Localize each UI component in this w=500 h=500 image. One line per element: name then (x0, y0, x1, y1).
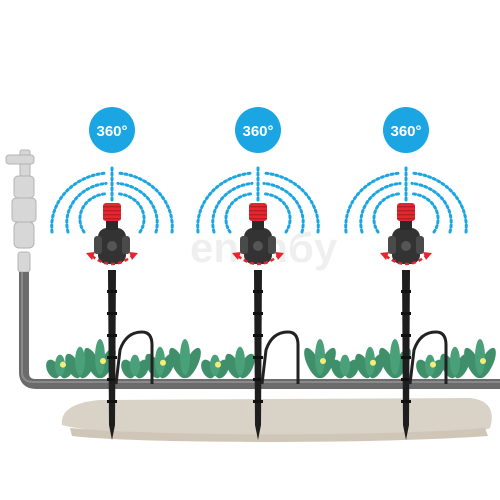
plant (121, 354, 149, 379)
sprinkler-head-icon (388, 203, 424, 264)
plant (464, 339, 496, 379)
plant (225, 346, 255, 379)
feed-tube (408, 330, 448, 385)
rotation-label: 360° (96, 123, 127, 140)
rotation-arrow-icon (380, 252, 432, 266)
sprinkler-unit: 360° (196, 107, 320, 440)
soil-shadow (70, 428, 488, 442)
rotation-arrow-icon (232, 252, 284, 266)
sprinkler-unit: 360° (50, 107, 174, 440)
sprinkler-head-icon (240, 203, 276, 264)
water-spray (50, 166, 174, 234)
sprinkler-group: 360° 360° 360° (50, 107, 468, 440)
rotation-badge: 360° (383, 107, 429, 153)
rotation-badge: 360° (235, 107, 281, 153)
plant (304, 339, 336, 379)
water-spray (344, 166, 468, 234)
rotation-label: 360° (390, 123, 421, 140)
supply-pipe-highlight (21, 272, 500, 383)
ground-stake (402, 270, 410, 440)
garden-faucet-icon (5, 149, 37, 273)
ground-stake (108, 270, 116, 440)
plant (355, 346, 385, 379)
plant (46, 354, 74, 379)
sprinkler-head-icon (94, 203, 130, 264)
feed-tube (260, 330, 300, 385)
sprinkler-unit: 360° (344, 107, 468, 440)
rotation-badge: 360° (89, 107, 135, 153)
plant (169, 339, 201, 379)
plant (201, 354, 229, 379)
water-spray (196, 166, 320, 234)
plant (416, 354, 444, 379)
ground-stake (254, 270, 262, 440)
feed-tube (114, 330, 154, 385)
soil-bed (61, 398, 492, 438)
plant (331, 354, 359, 379)
rotation-arrow-icon (86, 252, 138, 266)
plant-row (46, 339, 496, 379)
rotation-label: 360° (242, 123, 273, 140)
